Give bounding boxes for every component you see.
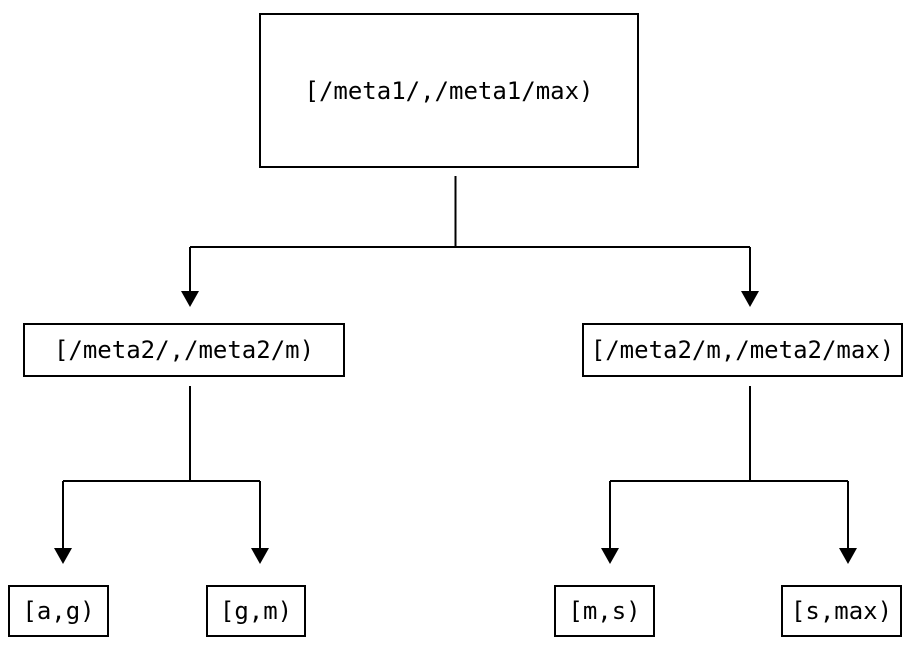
tree-node-meta2-right: [/meta2/m,/meta2/max) [582, 323, 903, 377]
tree-node-meta2-left: [/meta2/,/meta2/m) [23, 323, 345, 377]
tree-node-leaf-a-g: [a,g) [8, 585, 109, 637]
node-label: [/meta1/,/meta1/max) [304, 76, 594, 105]
edge-line [189, 176, 751, 292]
tree-node-leaf-s-max: [s,max) [781, 585, 902, 637]
arrowhead-down-icon [741, 291, 759, 307]
edge-meta2-right-to-leaves [601, 386, 857, 564]
node-label: [/meta2/m,/meta2/max) [590, 336, 895, 364]
arrowhead-down-icon [839, 548, 857, 564]
node-label: [m,s) [568, 597, 641, 625]
edge-line [609, 386, 849, 549]
node-label: [s,max) [790, 597, 893, 625]
tree-node-root: [/meta1/,/meta1/max) [259, 13, 639, 168]
node-label: [g,m) [219, 597, 293, 625]
tree-node-leaf-m-s: [m,s) [554, 585, 655, 637]
node-label: [/meta2/,/meta2/m) [53, 336, 315, 364]
node-label: [a,g) [22, 597, 95, 625]
arrowhead-down-icon [54, 548, 72, 564]
edge-line [62, 386, 261, 549]
arrowhead-down-icon [601, 548, 619, 564]
tree-node-leaf-g-m: [g,m) [206, 585, 306, 637]
edge-meta2-left-to-leaves [54, 386, 269, 564]
arrowhead-down-icon [181, 291, 199, 307]
edge-root-to-meta2-nodes [181, 176, 759, 307]
arrowhead-down-icon [251, 548, 269, 564]
